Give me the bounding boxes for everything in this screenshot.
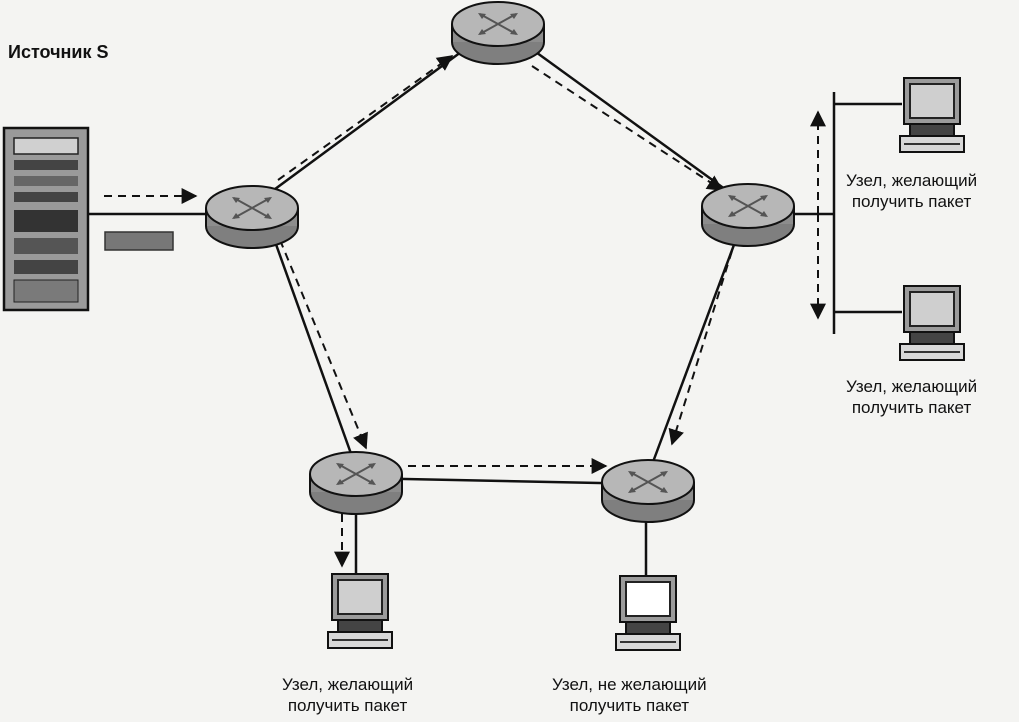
node-label-mid-right: Узел, желающий получить пакет — [846, 376, 977, 418]
packet-block — [104, 231, 174, 251]
router-d-icon — [309, 451, 403, 515]
link-router-b-router-c — [521, 40, 741, 202]
node-label-top-right: Узел, желающий получить пакет — [846, 170, 977, 212]
node-label-line: получить пакет — [851, 192, 972, 211]
node-label-bottom-right: Узел, не желающий получить пакет — [552, 674, 707, 716]
computer-mid-right-icon — [899, 285, 965, 361]
source-label: Источник S — [8, 42, 109, 62]
node-label-line: получить пакет — [569, 696, 690, 715]
link-router-a-router-d — [266, 221, 356, 463]
computer-bottom-left-icon — [327, 573, 393, 649]
node-label-line: Узел, желающий — [282, 675, 414, 694]
router-c-icon — [701, 183, 795, 247]
flow-arrow-a-d — [279, 239, 368, 450]
link-router-c-router-e — [648, 217, 746, 471]
flow-arrow-b-c — [531, 65, 724, 191]
router-a-icon — [205, 185, 299, 249]
node-label-line: Узел, желающий — [846, 171, 978, 190]
node-label-bottom-left: Узел, желающий получить пакет — [282, 674, 413, 716]
router-b-icon — [451, 1, 545, 65]
flow-arrow-c-e — [668, 237, 737, 446]
source-server-icon — [2, 126, 90, 312]
node-label-line: Узел, желающий — [846, 377, 978, 396]
node-label-line: Узел, не желающий — [552, 675, 707, 694]
node-label-line: получить пакет — [851, 398, 972, 417]
flow-arrow-a-b — [277, 55, 454, 181]
link-router-a-router-b — [251, 36, 481, 208]
computer-bottom-right-icon — [615, 575, 681, 651]
link-router-d-router-e — [355, 476, 647, 486]
computer-top-right-icon — [899, 77, 965, 153]
router-e-icon — [601, 459, 695, 523]
node-label-line: получить пакет — [287, 696, 408, 715]
network-links — [88, 36, 902, 576]
packet-flow-arrows — [104, 55, 826, 568]
